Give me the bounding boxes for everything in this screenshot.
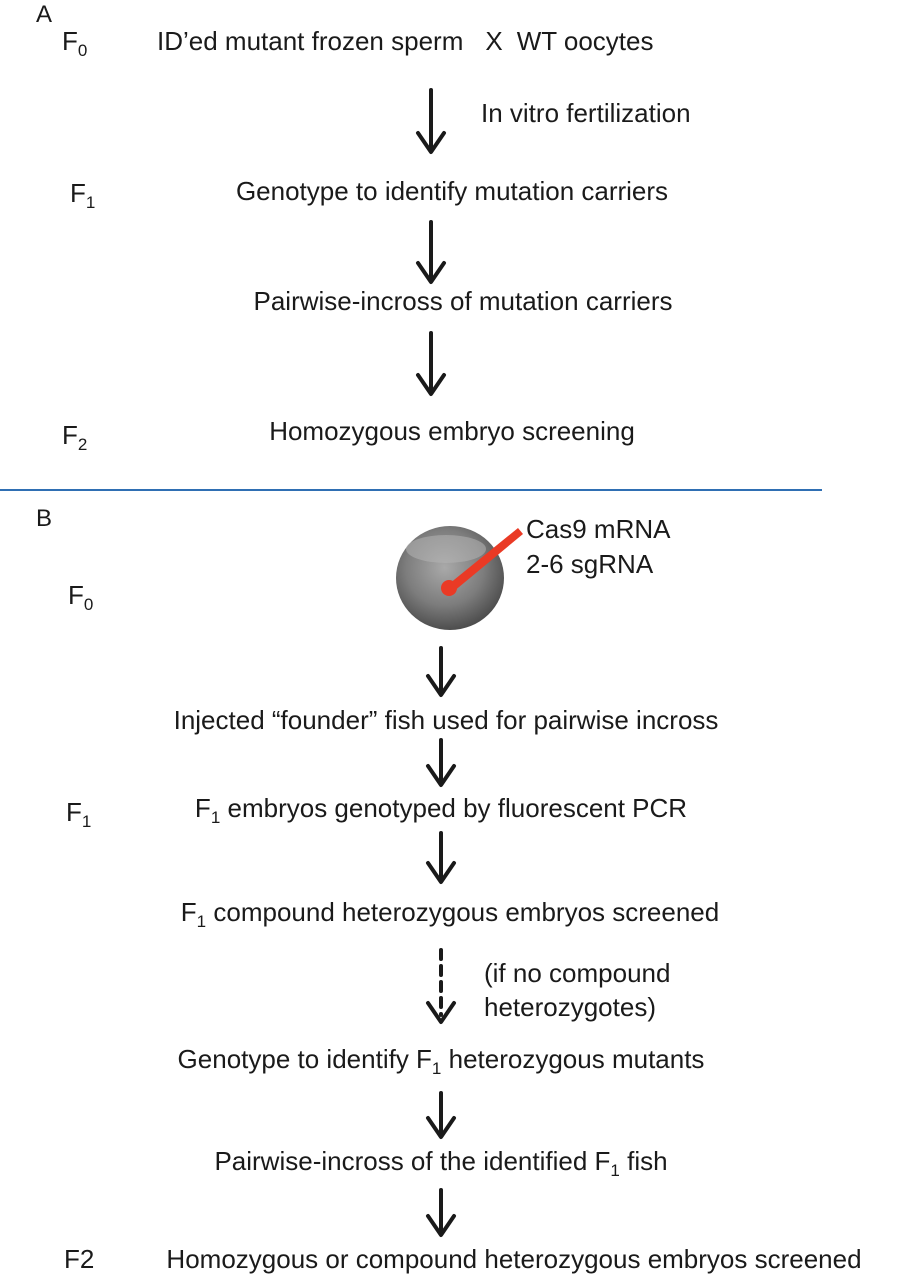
panel-b-step3: F1 compound heterozygous embryos screene…	[180, 897, 720, 931]
panel-b-step2: F1 embryos genotyped by fluorescent PCR	[194, 793, 688, 827]
injection-needle-icon	[449, 528, 523, 592]
panel-b-gen-f0: F0	[68, 580, 94, 614]
panel-b-gen-f2: F2	[64, 1244, 95, 1274]
panel-a-step2: Genotype to identify mutation carriers	[235, 176, 669, 206]
arrow-a2	[416, 220, 446, 284]
oocytes-text: WT oocytes	[516, 26, 654, 56]
sperm-text: ID’ed mutant frozen sperm	[157, 26, 464, 56]
panel-a-step3: Pairwise-incross of mutation carriers	[253, 286, 673, 316]
panel-b-step4: Genotype to identify F1 heterozygous mut…	[177, 1044, 705, 1078]
panel-a-step1: ID’ed mutant frozen sperm X WT oocytes	[157, 26, 653, 56]
injection-label-line1: Cas9 mRNA	[526, 514, 671, 544]
arrow-a3	[416, 331, 446, 396]
embryo-icon	[396, 526, 504, 630]
panel-a-ivf-label: In vitro fertilization	[481, 98, 691, 128]
arrow-b3	[426, 831, 456, 884]
dashed-label-line1: (if no compound	[484, 958, 671, 988]
arrow-b1	[426, 646, 456, 697]
panel-b-gen-f1: F1	[66, 797, 92, 831]
panel-b-step1: Injected “founder” fish used for pairwis…	[173, 705, 719, 735]
arrow-b4-dashed	[426, 948, 456, 1024]
panel-divider	[0, 489, 822, 491]
panel-b-label: B	[36, 505, 53, 532]
arrow-b2	[426, 738, 456, 787]
panel-a-gen-f1: F1	[70, 178, 96, 212]
panel-a-label: A	[36, 1, 53, 28]
panel-a-gen-f0: F0	[62, 26, 88, 60]
panel-a-step4: Homozygous embryo screening	[269, 416, 635, 446]
cross-symbol: X	[485, 26, 503, 56]
arrow-b6	[426, 1188, 456, 1237]
injection-label-line2: 2-6 sgRNA	[526, 549, 654, 579]
arrow-a1	[416, 88, 446, 154]
panel-a-gen-f2: F2	[62, 420, 88, 454]
panel-b-step5: Pairwise-incross of the identified F1 fi…	[214, 1146, 668, 1180]
arrow-b5	[426, 1091, 456, 1139]
panel-b-step6: Homozygous or compound heterozygous embr…	[166, 1244, 862, 1274]
dashed-label-line2: heterozygotes)	[484, 992, 656, 1022]
